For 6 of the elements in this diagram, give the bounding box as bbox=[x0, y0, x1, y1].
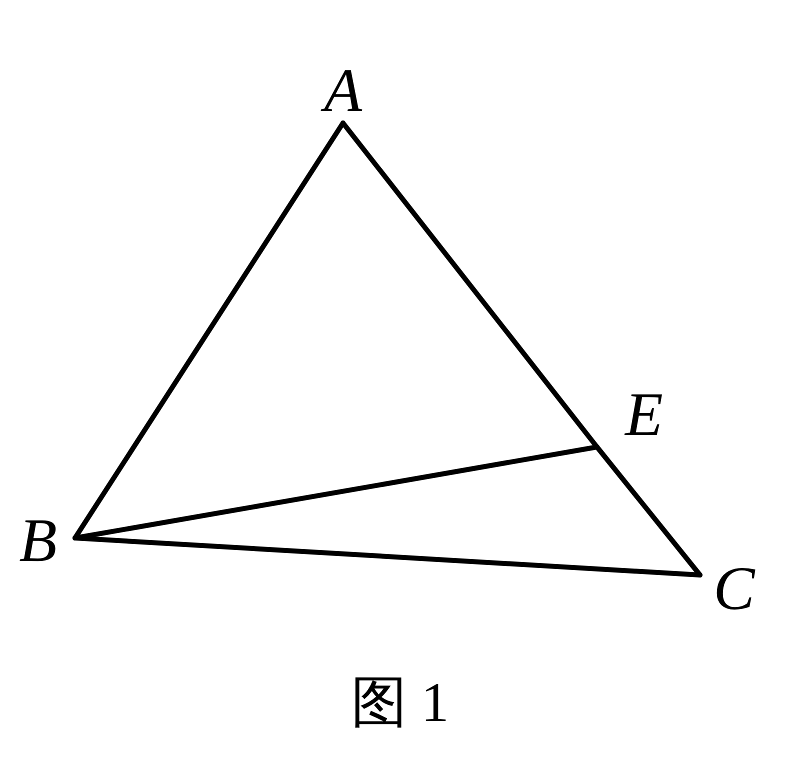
point-label: B bbox=[4, 510, 72, 572]
point-label: A bbox=[315, 62, 371, 120]
point-label: C bbox=[703, 558, 765, 620]
point-label: E bbox=[612, 385, 676, 445]
figure-caption: 图 1 bbox=[350, 671, 450, 736]
line-segment bbox=[72, 536, 702, 578]
